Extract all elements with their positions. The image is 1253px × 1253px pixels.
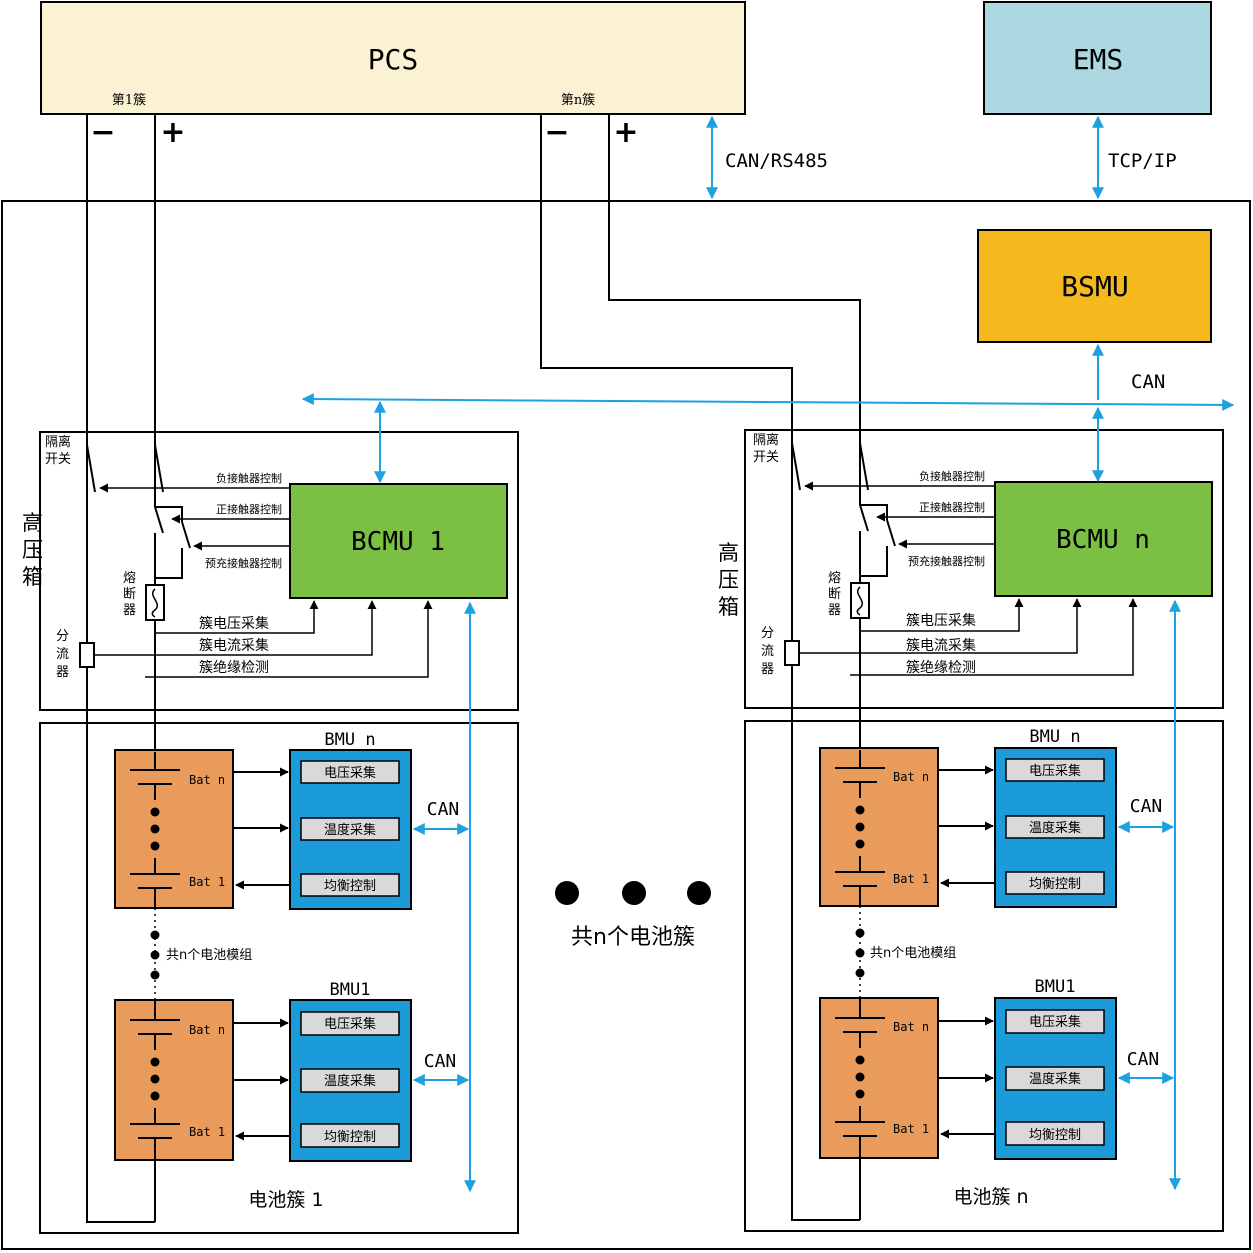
balancing-control-chip: 均衡控制 [1029,1128,1081,1143]
bat-n-label: Bat n [893,770,929,784]
balancing-control-chip: 均衡控制 [324,879,376,894]
bmu-can-label: CAN [424,1051,457,1072]
isolator-label: 隔离开关 [45,434,71,467]
cluster-n-graphics [745,430,1223,1231]
bsmu-label: BSMU [1061,270,1128,303]
temperature-sampling-chip: 温度采集 [324,822,376,838]
voltage-sampling-chip: 电压采集 [324,765,376,781]
shunt-label: 分流器 [56,629,69,680]
bat-1-label: Bat 1 [189,875,225,889]
bmu-n-label: BMU n [1029,727,1080,747]
bcmu-label: BCMU 1 [351,527,445,557]
cluster-1-minus-sign: − [90,115,115,150]
cluster-1-graphics [40,432,518,1233]
pos-contactor-ctrl-label: 正接触器控制 [919,500,985,514]
bat-n-label: Bat n [893,1020,929,1034]
balancing-control-chip: 均衡控制 [1029,877,1081,892]
precharge-ctrl-label: 预充接触器控制 [908,554,985,568]
cluster-insulation-check-label: 簇绝缘检测 [906,660,976,676]
bat-1-label: Bat 1 [189,1125,225,1139]
cluster-n-port-label: 第n簇 [561,93,595,108]
neg-contactor-ctrl-label: 负接触器控制 [216,471,282,485]
bmu-can-label: CAN [1127,1049,1160,1070]
bmu-1-label: BMU1 [1035,977,1076,997]
voltage-sampling-chip: 电压采集 [1029,1014,1081,1030]
cluster-1-plus-sign: + [160,115,185,150]
pcs-label: PCS [368,43,419,76]
bat-1-label: Bat 1 [893,872,929,886]
precharge-ctrl-label: 预充接触器控制 [205,556,282,570]
pos-contactor-ctrl-label: 正接触器控制 [216,502,282,516]
cluster-voltage-sampling-label: 簇电压采集 [199,615,269,632]
module-count-label: 共n个电池模组 [870,946,956,961]
cluster-n-positive-wire [608,114,861,443]
cluster-current-sampling-label: 簇电流采集 [199,637,269,654]
bcmu-label: BCMU n [1056,525,1150,555]
bmu-can-label: CAN [427,799,460,820]
cluster-ellipsis-dot [622,881,646,905]
cluster-1-labels: 隔离开关 高压箱 熔断器 分流器 负接触器控制 正接触器控制 预充接触器控制 簇… [22,434,459,1211]
cluster-footer-label: 电池簇 n [953,1186,1028,1208]
ems-box [983,1,1212,115]
pcs-box [40,1,746,115]
cluster-count-caption: 共n个电池簇 [571,925,695,950]
module-count-label: 共n个电池模组 [166,948,252,963]
cluster-n-minus-sign: − [544,115,569,150]
bat-1-label: Bat 1 [893,1122,929,1136]
cluster-footer-label: 电池簇 1 [248,1189,323,1211]
pcs-link-label: CAN/RS485 [725,150,828,172]
ems-label: EMS [1073,43,1124,76]
temperature-sampling-chip: 温度采集 [324,1073,376,1089]
cluster-n-labels: 隔离开关 高压箱 熔断器 分流器 负接触器控制 正接触器控制 预充接触器控制 簇… [718,432,1162,1208]
cluster-insulation-check-label: 簇绝缘检测 [199,660,269,676]
shunt-label: 分流器 [761,626,774,677]
bat-n-label: Bat n [189,1023,225,1037]
fuse-label: 熔断器 [828,571,841,618]
balancing-control-chip: 均衡控制 [324,1130,376,1145]
cluster-ellipsis-dot [555,881,579,905]
bmu-1-label: BMU1 [330,980,371,1000]
bmu-n-label: BMU n [324,730,375,750]
cluster-n-plus-sign: + [613,115,638,150]
hv-box-title: 高压箱 [718,541,739,619]
can-bus-horizontal [301,393,1235,411]
hv-box-title: 高压箱 [22,511,43,589]
temperature-sampling-chip: 温度采集 [1029,820,1081,836]
neg-contactor-ctrl-label: 负接触器控制 [919,469,985,483]
temperature-sampling-chip: 温度采集 [1029,1071,1081,1087]
voltage-sampling-chip: 电压采集 [324,1016,376,1032]
bsmu-can-label: CAN [1131,371,1165,393]
fuse-label: 熔断器 [123,571,136,618]
bmu-can-label: CAN [1130,796,1163,817]
voltage-sampling-chip: 电压采集 [1029,763,1081,779]
ems-link-label: TCP/IP [1108,150,1177,172]
cluster-1-port-label: 第1簇 [112,93,146,108]
cluster-ellipsis-dot [687,881,711,905]
bat-n-label: Bat n [189,773,225,787]
cluster-voltage-sampling-label: 簇电压采集 [906,612,976,629]
isolator-label: 隔离开关 [753,432,779,465]
bsmu-box [977,229,1212,343]
cluster-current-sampling-label: 簇电流采集 [906,637,976,654]
outer-frame [1,200,1251,1250]
